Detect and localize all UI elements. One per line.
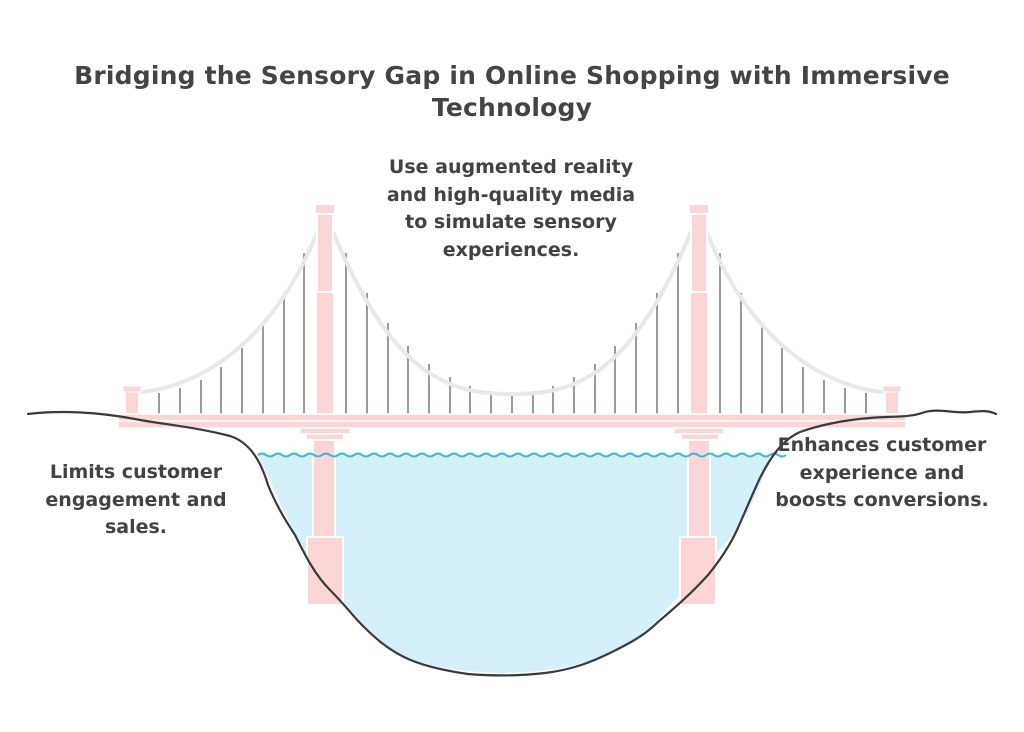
- valley-water: [258, 455, 770, 673]
- outcome-description: Enhances customer experience and boosts …: [775, 434, 989, 511]
- suspension-cables: [129, 210, 895, 397]
- left-tower-base: [305, 430, 345, 606]
- bridge-deck: [117, 413, 907, 435]
- left-tower: [314, 203, 336, 415]
- left-end-post: [122, 385, 142, 415]
- diagram-title: Bridging the Sensory Gap in Online Shopp…: [74, 61, 950, 122]
- ground-outline: [26, 409, 998, 677]
- right-tower-base: [679, 430, 720, 606]
- right-tower: [688, 203, 710, 415]
- water-surface-line: [257, 452, 787, 458]
- solution-description: Use augmented reality and high-quality m…: [386, 156, 636, 261]
- right-end-post: [882, 385, 902, 415]
- problem-description: Limits customer engagement and sales.: [45, 461, 227, 538]
- suspension-hangers: [158, 253, 867, 414]
